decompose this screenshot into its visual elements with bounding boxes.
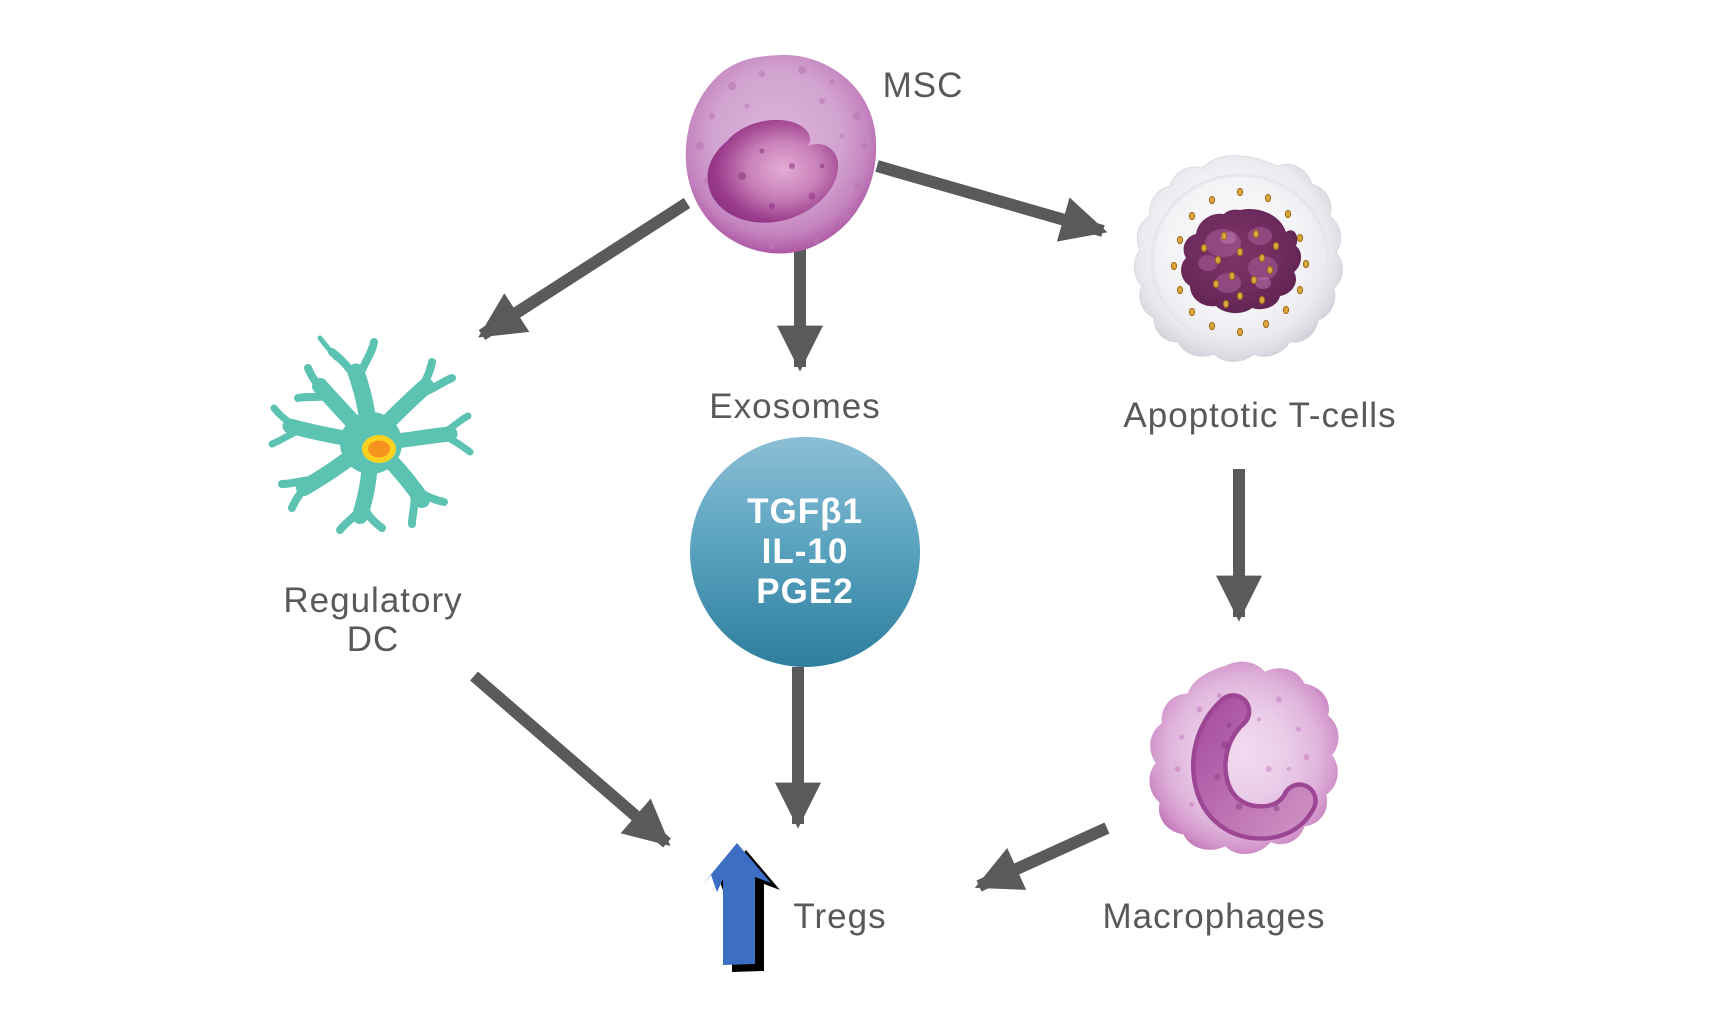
arrow-msc-to-regulatory-dc (478, 197, 691, 341)
exosome-content-tgfb1: TGFβ1 (747, 492, 863, 531)
msc-cell-illustration (685, 54, 877, 254)
msc-label: MSC (882, 66, 964, 105)
arrow-macrophages-to-tregs (974, 822, 1110, 892)
macrophages-label: Macrophages (1102, 897, 1326, 936)
apoptotic-tcell-illustration (1133, 155, 1343, 362)
macrophage-nucleus (1191, 693, 1318, 841)
apoptotic-specks (1170, 187, 1310, 337)
macrophage-cell-illustration (1149, 661, 1339, 855)
exosome-content-pge2: PGE2 (756, 572, 854, 611)
regulatory-dc-label-line2: DC (346, 620, 400, 659)
arrow-msc-to-apoptotic-tcells (875, 160, 1108, 242)
regulatory-dc-label-line1: Regulatory (283, 581, 463, 620)
exosome-content-il10: IL-10 (761, 532, 849, 571)
apoptotic-tcells-label: Apoptotic T-cells (1123, 396, 1397, 435)
arrow-regulatory-dc-to-tregs (470, 671, 671, 848)
exosomes-sphere: TGFβ1 IL-10 PGE2 (690, 437, 920, 667)
regulatory-dc-cell-illustration (268, 335, 474, 534)
tregs-label: Tregs (793, 897, 887, 936)
regulatory-dc-label: Regulatory DC (283, 581, 462, 659)
exosomes-label: Exosomes (709, 387, 881, 426)
